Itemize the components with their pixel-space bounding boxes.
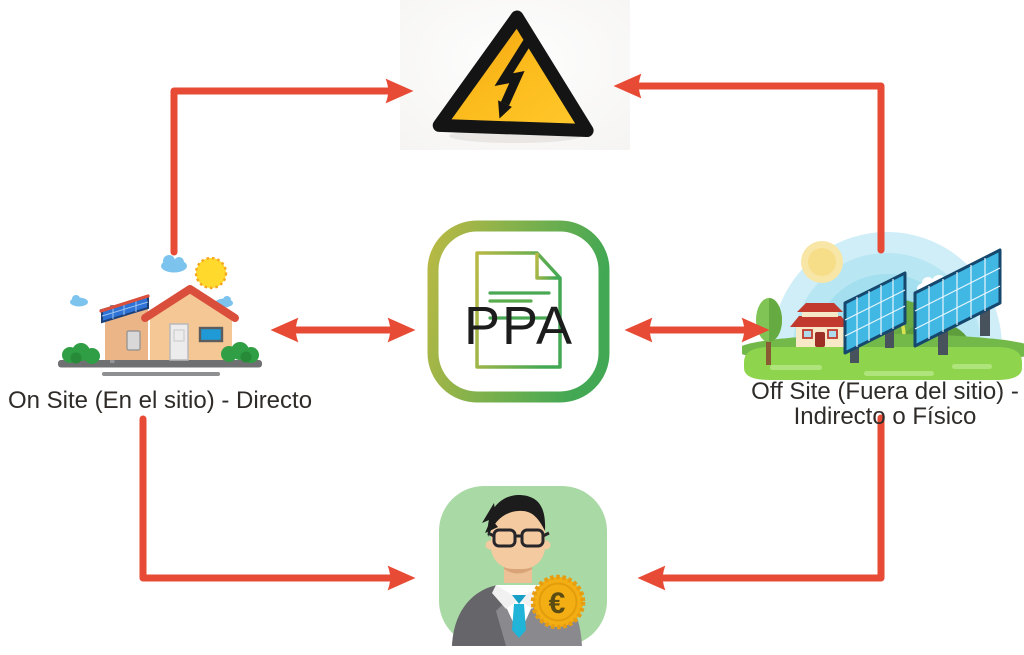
- euro-symbol: €: [549, 587, 566, 620]
- ppa-label: PPA: [464, 296, 574, 356]
- solar-farm-icon: [742, 232, 1024, 380]
- offsite-label-line1: Off Site (Fuera del sitio) -: [751, 378, 1019, 405]
- contract-node: PPA: [427, 220, 610, 403]
- offsite-node: [742, 228, 1024, 380]
- high-voltage-warning-icon: [400, 0, 630, 150]
- grid-node: [400, 0, 630, 150]
- house-solar-panels-icon: [58, 255, 262, 376]
- offsite-label: Off Site (Fuera del sitio) - Indirecto o…: [725, 378, 1024, 430]
- arrow-offsite-to-grid: [613, 73, 885, 254]
- onsite-label: On Site (En el sitio) - Directo: [7, 387, 313, 414]
- euro-coin-icon: €: [530, 574, 586, 630]
- onsite-node: [50, 252, 270, 387]
- arrow-offsite-to-buyer: [637, 414, 885, 591]
- arrow-onsite-to-buyer: [139, 415, 416, 591]
- contract-document-icon: PPA: [427, 220, 610, 403]
- arrow-onsite-to-grid: [170, 78, 414, 256]
- buyer-node: €: [438, 485, 608, 646]
- businessman-euro-coin-icon: €: [439, 486, 607, 646]
- offsite-label-line2: Indirecto o Físico: [793, 402, 977, 430]
